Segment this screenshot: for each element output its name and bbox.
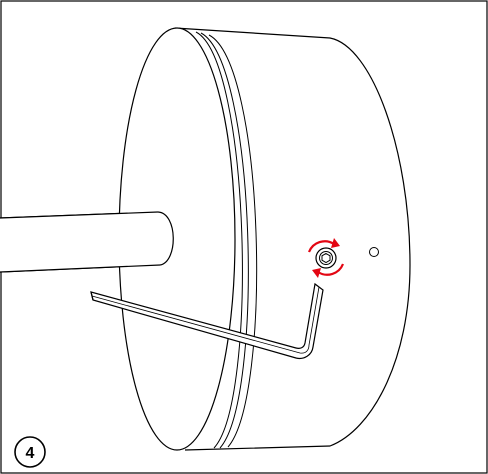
hex-key-icon — [90, 282, 324, 360]
screw-hole-icon — [369, 247, 379, 257]
hex-socket-screw-icon — [315, 247, 337, 269]
groove-line-2 — [200, 32, 249, 449]
step-badge: 4 — [14, 436, 46, 468]
groove-line-3 — [208, 34, 258, 448]
step-badge-circle — [14, 436, 46, 468]
step-number: 4 — [26, 445, 35, 462]
rotate-arrows-icon — [307, 238, 345, 278]
groove-line-1 — [195, 31, 243, 449]
cylinder-body — [0, 27, 411, 451]
